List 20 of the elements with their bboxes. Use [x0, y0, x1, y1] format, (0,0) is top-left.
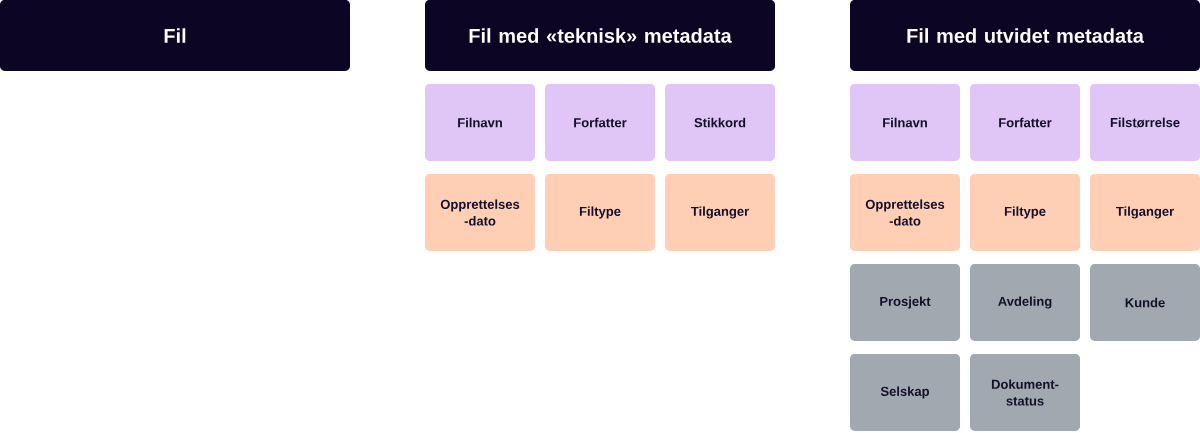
- metadata-tile: Tilganger: [1090, 174, 1200, 251]
- metadata-tile: Filtype: [545, 174, 655, 251]
- metadata-tile: Opprettelses -dato: [425, 174, 535, 251]
- metadata-tile: Filstørrelse: [1090, 84, 1200, 161]
- header-bar: Fil med utvidet metadata: [850, 0, 1200, 71]
- metadata-tile: Stikkord: [665, 84, 775, 161]
- metadata-tile: Tilganger: [665, 174, 775, 251]
- metadata-tile: Prosjekt: [850, 264, 960, 341]
- metadata-tile: Avdeling: [970, 264, 1080, 341]
- metadata-tile: Filnavn: [850, 84, 960, 161]
- header-bar: Fil: [0, 0, 350, 71]
- metadata-tile: Dokument- status: [970, 354, 1080, 431]
- metadata-tile: Filtype: [970, 174, 1080, 251]
- header-bar: Fil med «teknisk» metadata: [425, 0, 775, 71]
- metadata-tile: Opprettelses -dato: [850, 174, 960, 251]
- metadata-tile: Kunde: [1090, 264, 1200, 341]
- metadata-tile: Forfatter: [970, 84, 1080, 161]
- metadata-tile: Forfatter: [545, 84, 655, 161]
- metadata-tile: Filnavn: [425, 84, 535, 161]
- metadata-tile: Selskap: [850, 354, 960, 431]
